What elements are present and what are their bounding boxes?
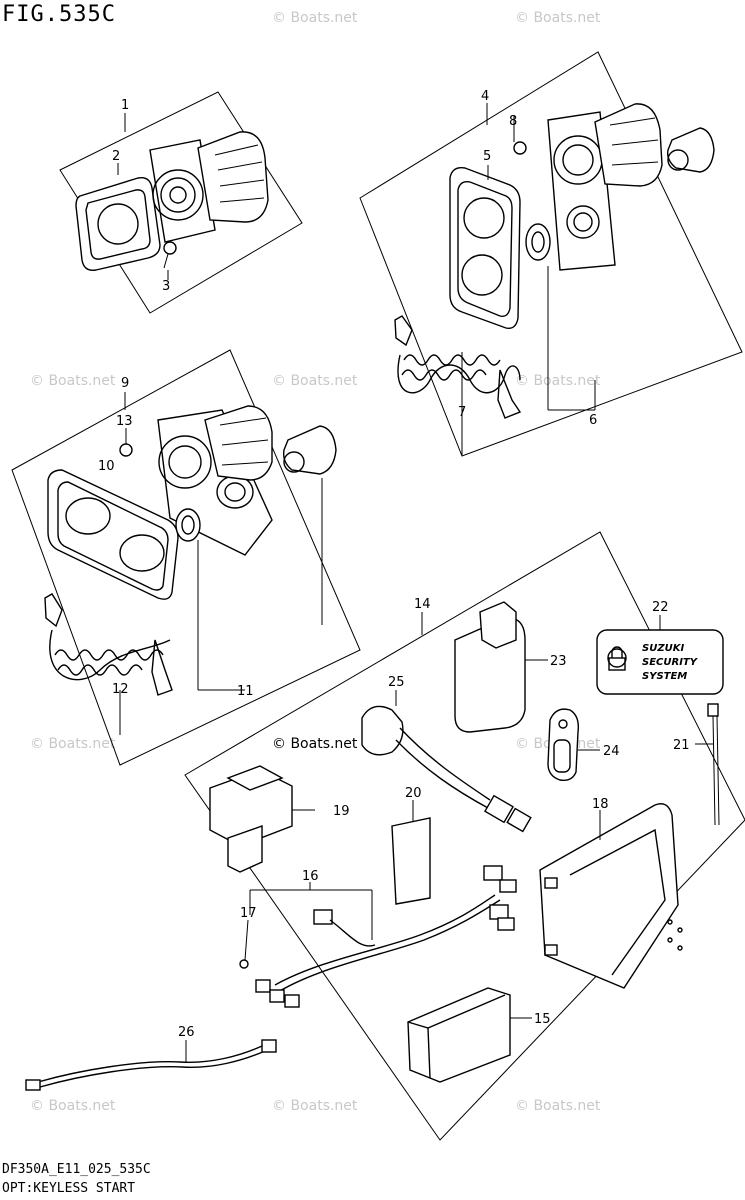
bezel-part-10 xyxy=(47,469,179,600)
washer-part-11 xyxy=(175,508,201,542)
relay-part-19 xyxy=(209,765,315,873)
watermark-5: © Boats.net xyxy=(515,373,601,389)
callout-10: 10 xyxy=(98,459,115,474)
callout-22: 22 xyxy=(652,600,669,615)
knob-part-11 xyxy=(282,425,337,475)
watermark-8: © Boats.net xyxy=(30,1098,116,1114)
callout-21: 21 xyxy=(673,738,690,753)
callout-16: 16 xyxy=(302,869,319,884)
callout-13: 13 xyxy=(116,414,133,429)
fob-part-24 xyxy=(547,708,600,782)
callout-14: 14 xyxy=(414,597,431,612)
screw-part-8 xyxy=(513,115,527,155)
callout-2: 2 xyxy=(112,149,120,164)
callout-11: 11 xyxy=(237,684,254,699)
callout-24: 24 xyxy=(603,744,620,759)
callout-19: 19 xyxy=(333,804,350,819)
callout-18: 18 xyxy=(592,797,609,812)
group-1-frame xyxy=(59,91,303,314)
callout-1: 1 xyxy=(121,98,129,113)
badge-line-1: SUZUKI xyxy=(642,643,684,654)
watermark-9: © Boats.net xyxy=(272,1098,358,1114)
callout-9: 9 xyxy=(121,376,129,391)
key-cord-part-12 xyxy=(44,593,173,696)
badge-line-3: SYSTEM xyxy=(642,671,687,682)
callout-23: 23 xyxy=(550,654,567,669)
group-4-leaders xyxy=(461,165,596,455)
battery-box-part-15 xyxy=(407,987,532,1083)
padlock-icon xyxy=(608,657,626,671)
harness-part-16 xyxy=(249,865,517,1008)
callout-5: 5 xyxy=(483,149,491,164)
watermark-1: © Boats.net xyxy=(272,10,358,26)
cable-part-26 xyxy=(25,1039,277,1091)
group-9-leaders xyxy=(119,478,323,735)
bezel-part-5 xyxy=(449,167,521,329)
manual-part-20 xyxy=(391,800,431,905)
switch-part-6 xyxy=(547,103,663,271)
screw-part-3 xyxy=(163,241,177,280)
callout-3: 3 xyxy=(162,279,170,294)
callout-8: 8 xyxy=(509,114,517,129)
callout-20: 20 xyxy=(405,786,422,801)
figure-title: FIG.535C xyxy=(2,2,116,27)
callout-7: 7 xyxy=(458,405,466,420)
knob-part-6 xyxy=(666,127,715,173)
callout-6: 6 xyxy=(589,413,597,428)
group-4-frame xyxy=(359,51,743,457)
callout-26: 26 xyxy=(178,1025,195,1040)
callout-12: 12 xyxy=(112,682,129,697)
screw-part-13 xyxy=(119,428,133,457)
switch-part-1 xyxy=(149,131,269,243)
callout-4: 4 xyxy=(481,89,489,104)
watermark-2: © Boats.net xyxy=(515,10,601,26)
watermark-4: © Boats.net xyxy=(272,373,358,389)
washer-part-6 xyxy=(525,223,551,261)
watermark-6: © Boats.net xyxy=(30,736,116,752)
controller-part-23 xyxy=(454,601,548,733)
callout-25: 25 xyxy=(388,675,405,690)
watermarks: © Boats.net © Boats.net © Boats.net © Bo… xyxy=(30,10,601,1114)
bezel-part-2 xyxy=(75,163,161,271)
watermark-10: © Boats.net xyxy=(515,1098,601,1114)
watermark-prominent: © Boats.net xyxy=(272,736,358,752)
callout-17: 17 xyxy=(240,906,257,921)
ecu-part-18 xyxy=(539,803,683,989)
security-label-part-22: SUZUKI SECURITY SYSTEM xyxy=(596,615,724,695)
tie-part-21 xyxy=(695,703,720,826)
key-cord-part-7 xyxy=(394,315,522,419)
diagram-caption: OPT:KEYLESS START xyxy=(2,1181,136,1196)
screw-part-17 xyxy=(239,919,249,969)
callout-labels: 1 2 3 4 5 6 7 8 9 10 11 12 13 14 15 16 1… xyxy=(98,89,690,1040)
badge-line-2: SECURITY xyxy=(642,657,699,668)
sensor-part-25 xyxy=(361,690,532,833)
diagram-code: DF350A_E11_025_535C xyxy=(2,1162,151,1177)
group-14-frame xyxy=(184,531,745,1141)
callout-15: 15 xyxy=(534,1012,551,1027)
watermark-3: © Boats.net xyxy=(30,373,116,389)
